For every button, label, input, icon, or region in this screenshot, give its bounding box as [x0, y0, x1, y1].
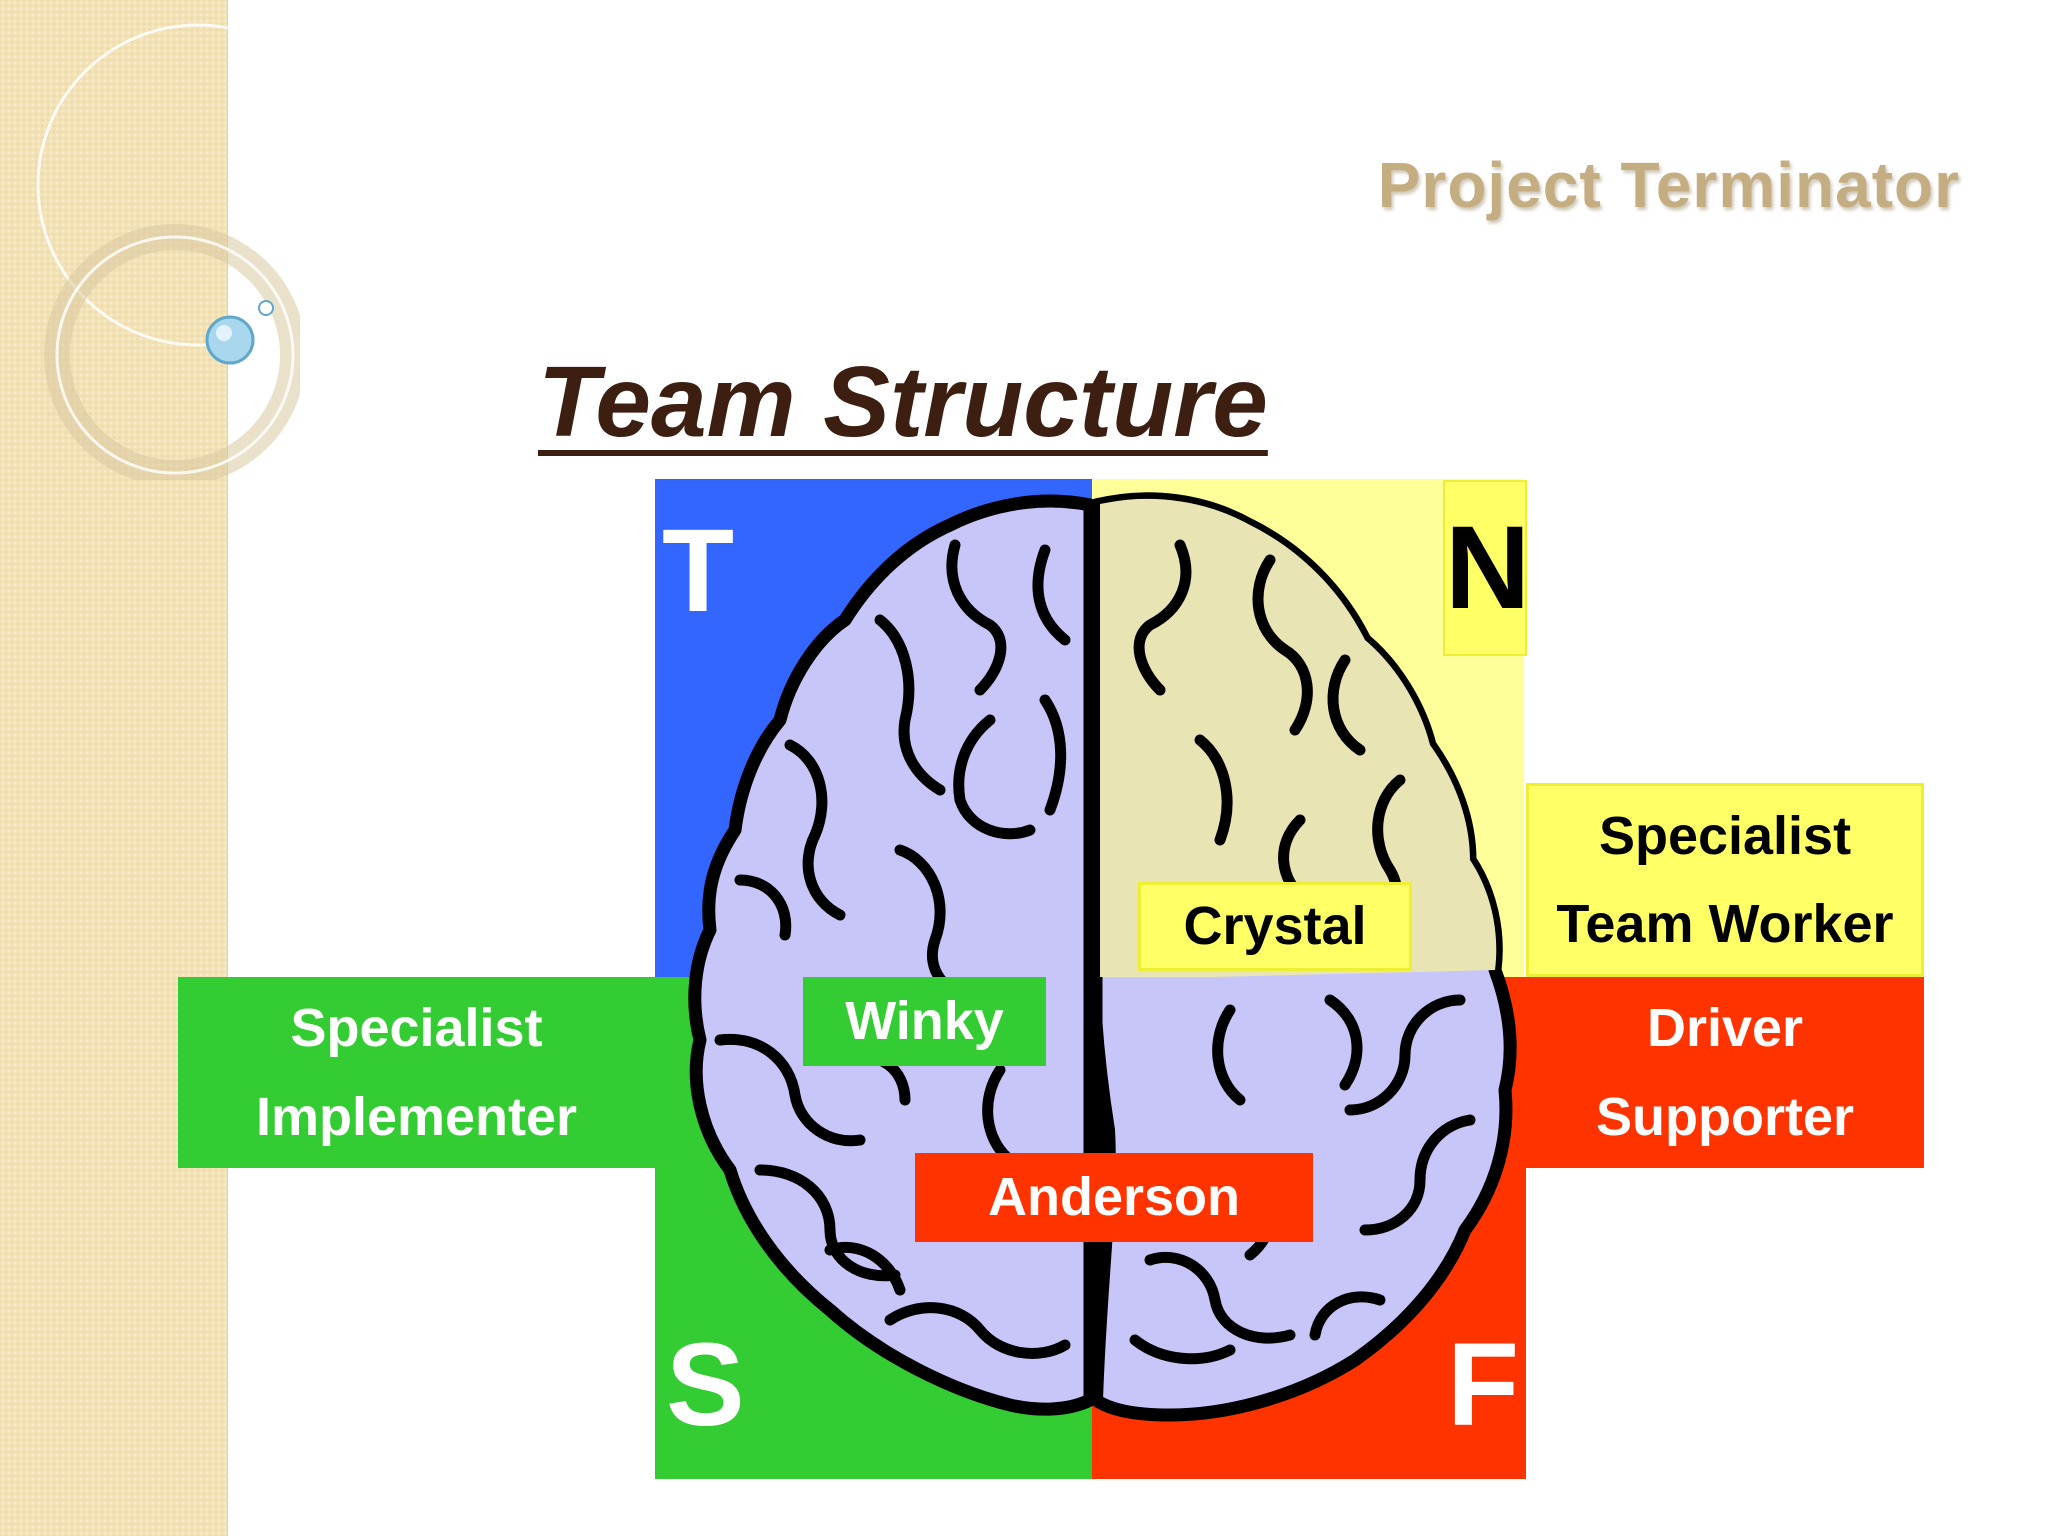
role-box-feeling: Driver Supporter — [1526, 977, 1924, 1168]
role-label-specialist: Specialist — [290, 997, 543, 1058]
role-label-supporter: Supporter — [1595, 1087, 1854, 1148]
letter-t: T — [662, 505, 735, 637]
member-tag-anderson: Anderson — [915, 1153, 1313, 1242]
role-label-specialist: Specialist — [1598, 806, 1852, 866]
member-tag-crystal: Crystal — [1138, 882, 1412, 971]
slide-title: Team Structure — [538, 346, 1268, 458]
bubble-small — [258, 300, 274, 316]
letter-n: N — [1443, 480, 1530, 656]
role-label-implementer: Implementer — [255, 1087, 578, 1148]
presentation-title: Project Terminator — [1377, 149, 1960, 221]
letter-s: S — [666, 1319, 745, 1451]
role-box-sensing: Specialist Implementer — [178, 977, 655, 1168]
role-label-driver: Driver — [1646, 997, 1804, 1058]
letter-f: F — [1447, 1319, 1520, 1451]
role-label-team-worker: Team Worker — [1556, 894, 1894, 954]
member-tag-winky: Winky — [803, 977, 1046, 1066]
decorative-circles — [36, 23, 300, 480]
role-box-intuition: Specialist Team Worker — [1526, 783, 1924, 977]
